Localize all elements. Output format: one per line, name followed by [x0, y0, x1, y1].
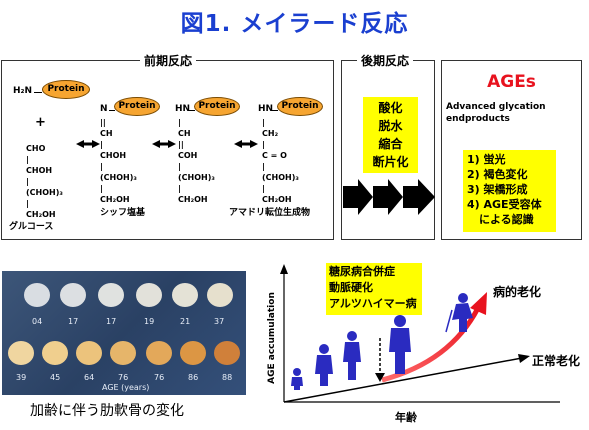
- photo-caption: 加齢に伴う肋軟骨の変化: [30, 403, 184, 419]
- block-arrow: [343, 179, 373, 215]
- teen-figure: [343, 331, 361, 380]
- plus-sign: +: [35, 115, 46, 130]
- sample-age: 86: [188, 373, 199, 382]
- glucose-structure: CHO | CHOH | (CHOH)₃ | CH₂OH: [26, 144, 63, 219]
- child-figure: [291, 368, 303, 390]
- figure-title: 図1. メイラード反応: [180, 11, 409, 37]
- late-step: 縮合: [378, 137, 403, 151]
- disease-label: 動脈硬化: [329, 281, 373, 294]
- schiff-link: N: [100, 104, 108, 114]
- block-arrow: [373, 179, 403, 215]
- graph-y-label: AGE accumulation: [267, 292, 277, 384]
- pathological-arrow: [470, 292, 487, 315]
- late-step: 脱水: [378, 119, 403, 133]
- normal-aging-arrow: [518, 354, 530, 363]
- glucose-label: グルコース: [9, 222, 54, 232]
- cartilage-sample: [8, 341, 34, 365]
- cartilage-sample: [172, 283, 198, 307]
- disease-label: 糖尿病合併症: [329, 265, 395, 278]
- sample-age: 21: [180, 317, 191, 326]
- ages-effect: による認識: [479, 213, 534, 226]
- ages-effect: 2) 褐色変化: [467, 168, 528, 181]
- youth-figure: [315, 344, 333, 386]
- cartilage-sample: [146, 341, 172, 365]
- sample-age: 64: [84, 373, 95, 382]
- sample-age: 76: [154, 373, 165, 382]
- cartilage-sample: [60, 283, 86, 307]
- onset-arrowhead: [375, 373, 385, 382]
- late-step: 断片化: [372, 155, 409, 169]
- ages-subtitle: Advanced glycation endproducts: [446, 102, 546, 124]
- sample-age: 45: [50, 373, 61, 382]
- protein-ellipse: Protein: [194, 97, 240, 116]
- pathological-curve: [381, 306, 481, 383]
- schiff-structure: || CH | CHOH | (CHOH)₃ | CH₂OH: [100, 118, 137, 204]
- amadori-label: アマドリ転位生成物: [229, 208, 311, 218]
- cartilage-sample: [180, 341, 206, 365]
- cartilage-sample: [42, 341, 68, 365]
- late-step: 酸化: [378, 101, 403, 115]
- protein-ellipse: Protein: [114, 97, 160, 116]
- disease-panel: 糖尿病合併症 動脈硬化 アルツハイマー病: [326, 263, 422, 315]
- sample-age: 88: [222, 373, 233, 382]
- pathological-aging-label: 病的老化: [493, 285, 542, 299]
- block-arrow: [403, 179, 435, 215]
- equilibrium-arrow: [76, 140, 100, 148]
- ages-effects-panel: 1) 蛍光 2) 褐色変化 3) 架橋形成 4) AGE受容体 による認識: [463, 150, 556, 232]
- ages-effect: 3) 架橋形成: [467, 183, 528, 196]
- equilibrium-arrow: [234, 140, 258, 148]
- protein-ellipse: Protein: [277, 97, 323, 116]
- cartilage-sample: [207, 283, 233, 307]
- cartilage-sample: [214, 341, 240, 365]
- late-reaction-header: 後期反応: [357, 52, 414, 69]
- late-steps-panel: 酸化 脱水 縮合 断片化: [363, 97, 418, 173]
- early-reaction-header: 前期反応: [140, 52, 197, 69]
- sample-age: 19: [144, 317, 155, 326]
- equilibrium-arrow: [152, 140, 176, 148]
- cartilage-sample: [24, 283, 50, 307]
- sample-age: 04: [32, 317, 43, 326]
- sample-age: 17: [106, 317, 117, 326]
- cartilage-sample: [110, 341, 136, 365]
- block-arrows: [343, 179, 435, 215]
- amadori-link: HN: [258, 104, 274, 114]
- amine-group: H₂N: [13, 86, 33, 96]
- ages-effect: 1) 蛍光: [467, 153, 506, 166]
- enol-structure: | CH || COH | (CHOH)₃ | CH₂OH: [178, 118, 215, 204]
- aging-graph: [280, 264, 560, 403]
- cartilage-photo: 04 17 17 19 21 37 39 45 64 76 76 86 88 A…: [2, 271, 246, 395]
- normal-aging-label: 正常老化: [532, 354, 581, 368]
- adult-figure: [389, 315, 411, 374]
- protein-ellipse: Protein: [42, 80, 90, 99]
- amadori-structure: | CH₂ | C = O | (CHOH)₃ | CH₂OH: [262, 118, 299, 204]
- sample-age: 76: [118, 373, 129, 382]
- sample-age: 37: [214, 317, 225, 326]
- cartilage-sample: [76, 341, 102, 365]
- graph-x-label: 年齢: [395, 411, 417, 424]
- disease-label: アルツハイマー病: [329, 297, 417, 310]
- ages-title: AGEs: [487, 72, 536, 92]
- enol-link: HN: [175, 104, 191, 114]
- photo-axis-label: AGE (years): [102, 383, 150, 392]
- equilibrium-arrows: [76, 140, 258, 148]
- ages-effect: 4) AGE受容体: [467, 198, 542, 211]
- cartilage-sample: [136, 283, 162, 307]
- sample-age: 39: [16, 373, 27, 382]
- elderly-figure: [445, 293, 473, 333]
- y-axis-arrow: [280, 264, 288, 274]
- normal-aging-line: [283, 357, 523, 403]
- cartilage-sample: [98, 283, 124, 307]
- schiff-label: シッフ塩基: [100, 208, 146, 218]
- sample-age: 17: [68, 317, 79, 326]
